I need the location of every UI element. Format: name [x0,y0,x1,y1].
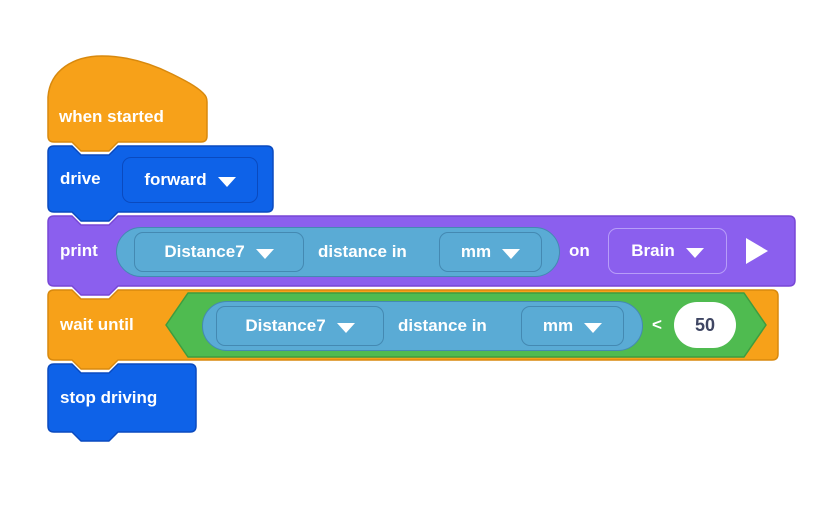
dropdown-caret-icon [685,247,704,258]
dropdown-caret-icon [336,322,355,333]
stop-driving-label: stop driving [60,388,158,407]
wait-sensor-dropdown[interactable]: Distance7 [216,306,384,346]
dropdown-caret-icon [255,248,274,259]
wait-sensor-dropdown-value: Distance7 [245,316,326,335]
dropdown-caret-icon [217,176,236,187]
when-started-label: when started [59,107,164,126]
print-device-dropdown[interactable]: Brain [608,228,727,274]
distance-reporter-block[interactable] [202,301,643,351]
print-label: print [60,241,98,260]
drive-label: drive [60,169,101,188]
print-unit-dropdown-value: mm [460,242,492,261]
less-than-operator: < [652,315,662,334]
drive-direction-dropdown-value: forward [144,170,207,189]
play-icon [746,238,768,264]
wait-unit-dropdown-value: mm [542,316,574,335]
print-on-label: on [569,241,590,260]
wait-unit-dropdown[interactable]: mm [521,306,624,346]
wait-reporter-label: distance in [398,316,487,335]
print-sensor-dropdown[interactable]: Distance7 [134,232,304,272]
distance-reporter-block[interactable] [116,227,560,277]
print-unit-dropdown[interactable]: mm [439,232,542,272]
distance-value-input[interactable]: 50 [674,302,736,348]
dropdown-caret-icon [502,248,521,259]
print-device-dropdown-value: Brain [631,241,675,260]
print-reporter-label: distance in [318,242,407,261]
drive-direction-dropdown[interactable]: forward [122,157,258,203]
stop-driving-block-shape[interactable] [47,363,197,442]
wait-until-label: wait until [60,315,134,334]
when-started-block-shape[interactable] [47,55,208,152]
dropdown-caret-icon [584,322,603,333]
print-expand-button[interactable] [746,238,768,264]
print-sensor-dropdown-value: Distance7 [164,242,245,261]
